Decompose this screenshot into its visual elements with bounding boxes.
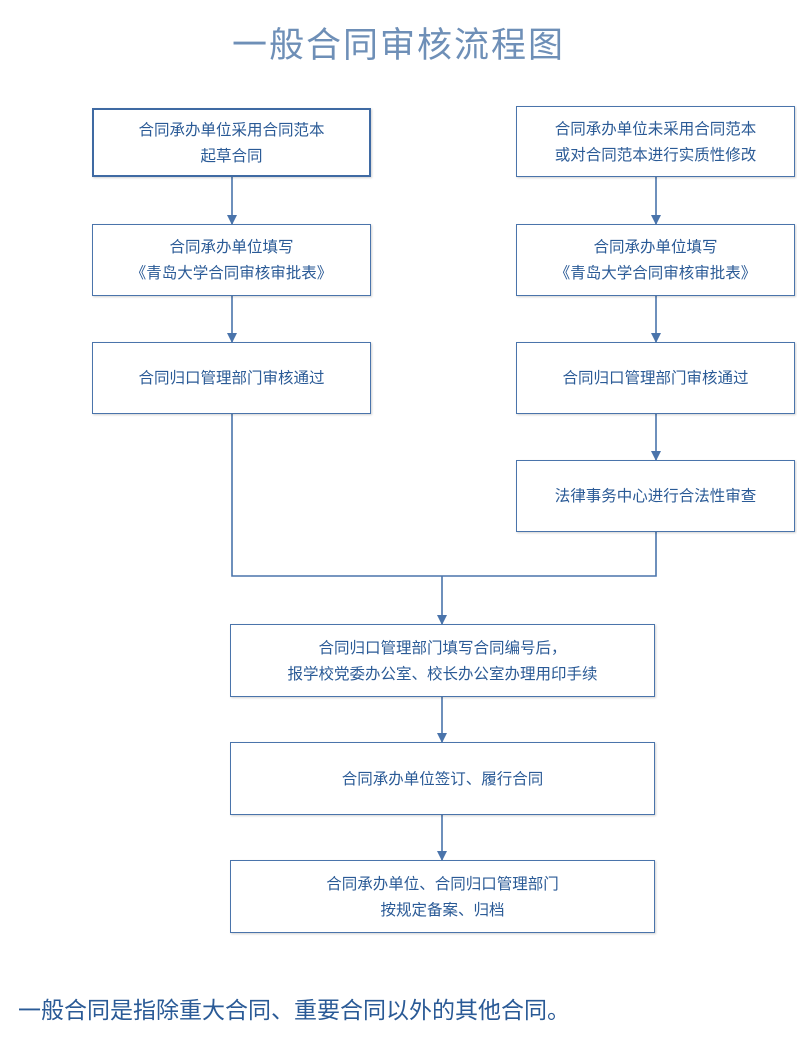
box-line: 报学校党委办公室、校长办公室办理用印手续 <box>287 664 598 683</box>
page-title: 一般合同审核流程图 <box>231 26 565 66</box>
merged-step-sign-and-perform: 合同承办单位签订、履行合同 <box>230 742 655 815</box>
right-step-fill-approval-form: 合同承办单位填写 《青岛大学合同审核审批表》 <box>516 224 795 296</box>
footnote: 一般合同是指除重大合同、重要合同以外的其他合同。 <box>18 998 570 1024</box>
box-line: 合同承办单位填写 <box>593 238 718 256</box>
box-line: 《青岛大学合同审核审批表》 <box>130 264 333 282</box>
box-line: 起草合同 <box>200 146 263 165</box>
right-step-legal-review: 法律事务中心进行合法性审查 <box>516 460 795 532</box>
box-line: 法律事务中心进行合法性审查 <box>554 487 757 505</box>
merged-step-number-and-stamp: 合同归口管理部门填写合同编号后， 报学校党委办公室、校长办公室办理用印手续 <box>230 624 655 697</box>
box-line: 合同承办单位、合同归口管理部门 <box>326 874 559 893</box>
right-step-draft-without-template: 合同承办单位未采用合同范本 或对合同范本进行实质性修改 <box>516 106 795 177</box>
box-line: 合同承办单位采用合同范本 <box>138 120 325 139</box>
connector-right-merge <box>442 532 657 577</box>
box-line: 《青岛大学合同审核审批表》 <box>554 264 757 282</box>
left-step-fill-approval-form: 合同承办单位填写 《青岛大学合同审核审批表》 <box>92 224 371 296</box>
box-line: 合同承办单位未采用合同范本 <box>554 119 757 138</box>
right-step-dept-review: 合同归口管理部门审核通过 <box>516 342 795 414</box>
merged-step-file-and-archive: 合同承办单位、合同归口管理部门 按规定备案、归档 <box>230 860 655 933</box>
box-line: 合同归口管理部门审核通过 <box>138 369 325 387</box>
box-line: 合同承办单位填写 <box>169 238 294 256</box>
left-step-dept-review: 合同归口管理部门审核通过 <box>92 342 371 414</box>
box-line: 按规定备案、归档 <box>380 900 505 919</box>
box-line: 合同归口管理部门填写合同编号后， <box>318 638 567 657</box>
box-line: 或对合同范本进行实质性修改 <box>554 145 757 164</box>
box-line: 合同承办单位签订、履行合同 <box>341 769 544 788</box>
left-step-draft-with-template: 合同承办单位采用合同范本 起草合同 <box>92 108 371 177</box>
box-line: 合同归口管理部门审核通过 <box>562 369 749 387</box>
connector-left-merge <box>231 414 442 577</box>
